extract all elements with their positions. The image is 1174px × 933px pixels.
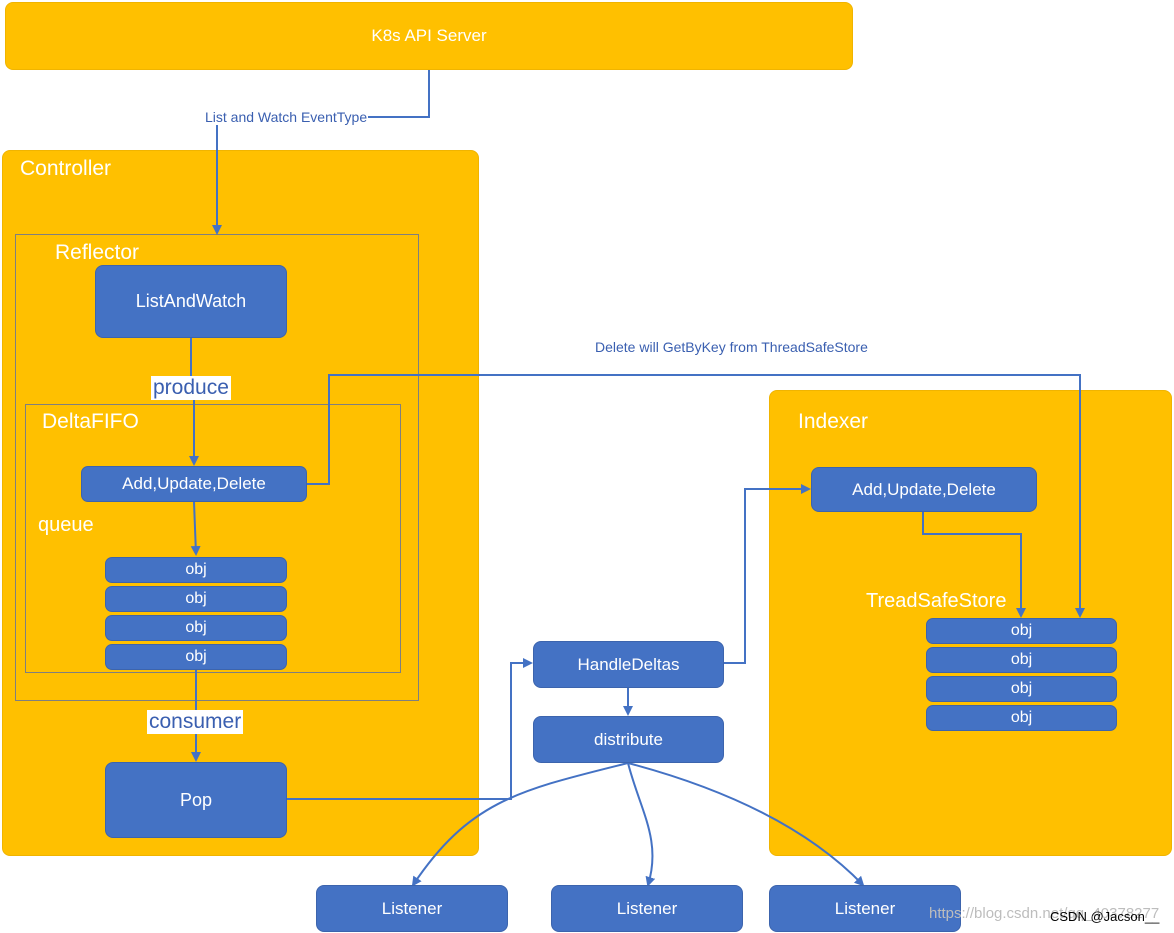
controller-title: Controller — [20, 157, 112, 180]
deltafifo-ops-node: Add,Update,Delete — [81, 466, 307, 502]
listener-label: Listener — [381, 898, 443, 918]
queue-obj-label: obj — [185, 648, 207, 665]
store-obj-label: obj — [1010, 651, 1033, 668]
watermark-url: https://blog.csdn.net/qq_40378277 — [929, 905, 1160, 922]
indexer-title: Indexer — [798, 410, 869, 433]
pop-label: Pop — [179, 789, 213, 810]
store-obj-3: obj — [926, 676, 1117, 702]
edge-label-delete-getbykey: Delete will GetByKey from ThreadSafeStor… — [595, 339, 868, 355]
store-obj-1: obj — [926, 618, 1117, 644]
store-obj-label: obj — [1010, 709, 1033, 726]
edge-pop-to-handledeltas — [287, 658, 533, 800]
listener-label: Listener — [834, 898, 896, 918]
edge-ops-to-queue — [190, 501, 201, 556]
reflector-title: Reflector — [55, 241, 140, 264]
edge-distribute-to-listener-2 — [627, 762, 656, 887]
listener-node-3: Listener — [769, 885, 961, 932]
api-server: K8s API Server — [5, 2, 853, 70]
distribute-node: distribute — [533, 716, 724, 763]
handle-deltas-node: HandleDeltas — [533, 641, 724, 688]
edge-label-consumer: consumer — [147, 710, 244, 734]
edge-label-produce: produce — [151, 376, 231, 400]
store-obj-label: obj — [1010, 622, 1033, 639]
listener-node-1: Listener — [316, 885, 508, 932]
edge-label-list-watch: List and Watch EventType — [204, 109, 369, 125]
thread-safe-store-title: TreadSafeStore — [866, 590, 1007, 612]
store-obj-2: obj — [926, 647, 1117, 673]
queue-obj-3: obj — [105, 615, 287, 641]
edge-handledeltas-to-indexer — [724, 484, 811, 664]
edge-delete-to-store — [307, 374, 1085, 618]
queue-obj-4: obj — [105, 644, 287, 670]
queue-obj-2: obj — [105, 586, 287, 612]
handle-deltas-label: HandleDeltas — [577, 654, 680, 674]
queue-label: queue — [38, 514, 94, 536]
pop-node: Pop — [105, 762, 287, 838]
queue-obj-label: obj — [185, 590, 207, 607]
listener-node-2: Listener — [551, 885, 743, 932]
list-and-watch-label: ListAndWatch — [135, 291, 247, 311]
list-and-watch-node: ListAndWatch — [95, 265, 287, 338]
edge-listwatch-to-deltafifo — [189, 338, 199, 466]
store-obj-label: obj — [1010, 680, 1033, 697]
queue-obj-label: obj — [185, 561, 207, 578]
listener-label: Listener — [616, 898, 678, 918]
indexer-ops-node: Add,Update,Delete — [811, 467, 1037, 512]
deltafifo-title: DeltaFIFO — [42, 410, 139, 433]
indexer-ops-label: Add,Update,Delete — [852, 479, 996, 499]
queue-obj-1: obj — [105, 557, 287, 583]
api-server-label: K8s API Server — [371, 26, 487, 45]
distribute-label: distribute — [594, 729, 663, 749]
edge-distribute-to-listener-3 — [627, 762, 865, 887]
queue-obj-label: obj — [185, 619, 207, 636]
deltafifo-ops-label: Add,Update,Delete — [122, 474, 266, 493]
edge-indexer-ops-to-store — [922, 512, 1026, 618]
edge-api-to-reflector — [212, 70, 430, 235]
edge-distribute-to-listener-1 — [411, 762, 629, 887]
store-obj-4: obj — [926, 705, 1117, 731]
deltafifo-frame: DeltaFIFO — [25, 404, 401, 673]
watermark-author: CSDN @Jacson__ — [1050, 909, 1160, 924]
